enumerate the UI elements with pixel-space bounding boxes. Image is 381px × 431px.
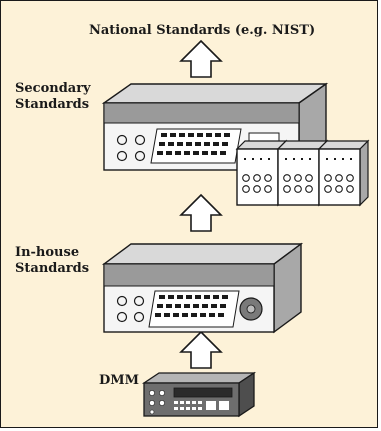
label-dmm: DMM: [99, 373, 140, 388]
module-3: [317, 139, 370, 207]
up-arrow-icon-middle: [180, 194, 222, 232]
title-national-standards: National Standards (e.g. NIST): [89, 23, 316, 38]
up-arrow-icon-bottom: [180, 331, 222, 369]
benchtop-multimeter-icon: [101, 242, 304, 334]
dmm-icon: [141, 371, 257, 418]
label-inhouse-standards: In-house Standards: [15, 245, 89, 277]
label-secondary-line1: Secondary: [15, 81, 91, 96]
label-secondary-standards: Secondary Standards: [15, 81, 91, 113]
label-inhouse-line1: In-house: [15, 245, 80, 260]
up-arrow-icon-top: [180, 40, 222, 78]
label-inhouse-line2: Standards: [15, 261, 90, 276]
label-secondary-line2: Standards: [15, 97, 90, 112]
plug-in-module-icon: [235, 139, 370, 207]
